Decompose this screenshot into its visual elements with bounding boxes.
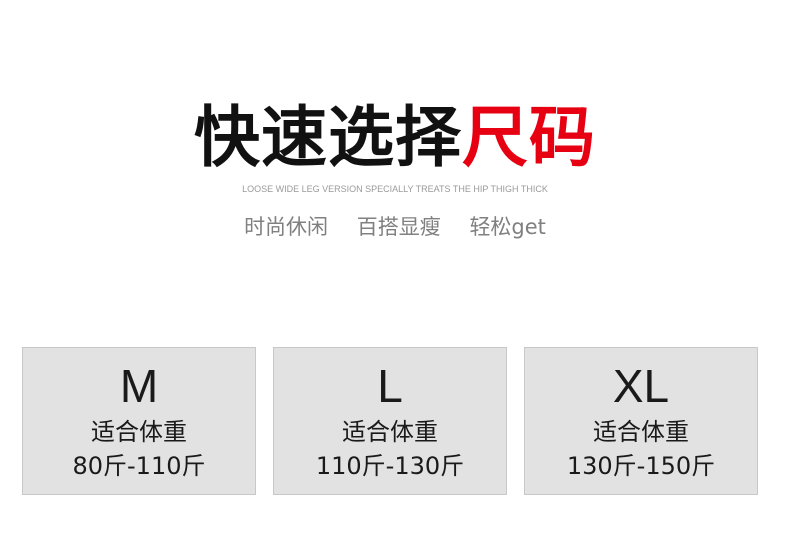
- tagline: 时尚休闲 百搭显瘦 轻松get: [0, 212, 790, 242]
- size-card-l[interactable]: L 适合体重 110斤-130斤: [273, 347, 507, 495]
- size-label: L: [377, 360, 403, 412]
- size-cards: M 适合体重 80斤-110斤 L 适合体重 110斤-130斤 XL 适合体重…: [22, 347, 759, 495]
- size-label: XL: [612, 360, 670, 412]
- weight-range: 130斤-150斤: [566, 452, 716, 480]
- page-title: 快速选择尺码: [0, 98, 790, 178]
- weight-range: 80斤-110斤: [72, 452, 206, 480]
- fit-label: 适合体重: [91, 418, 187, 446]
- size-card-xl[interactable]: XL 适合体重 130斤-150斤: [524, 347, 758, 495]
- title-accent: 尺码: [462, 99, 596, 176]
- weight-range: 110斤-130斤: [315, 452, 465, 480]
- tagline-item: 轻松get: [469, 215, 546, 239]
- tagline-item: 时尚休闲: [244, 215, 329, 239]
- title-main: 快速选择: [194, 99, 462, 176]
- size-card-m[interactable]: M 适合体重 80斤-110斤: [22, 347, 256, 495]
- size-label: M: [119, 360, 159, 412]
- english-subtitle: LOOSE WIDE LEG VERSION SPECIALLY TREATS …: [242, 184, 548, 194]
- fit-label: 适合体重: [342, 418, 438, 446]
- tagline-item: 百搭显瘦: [356, 215, 441, 239]
- fit-label: 适合体重: [593, 418, 689, 446]
